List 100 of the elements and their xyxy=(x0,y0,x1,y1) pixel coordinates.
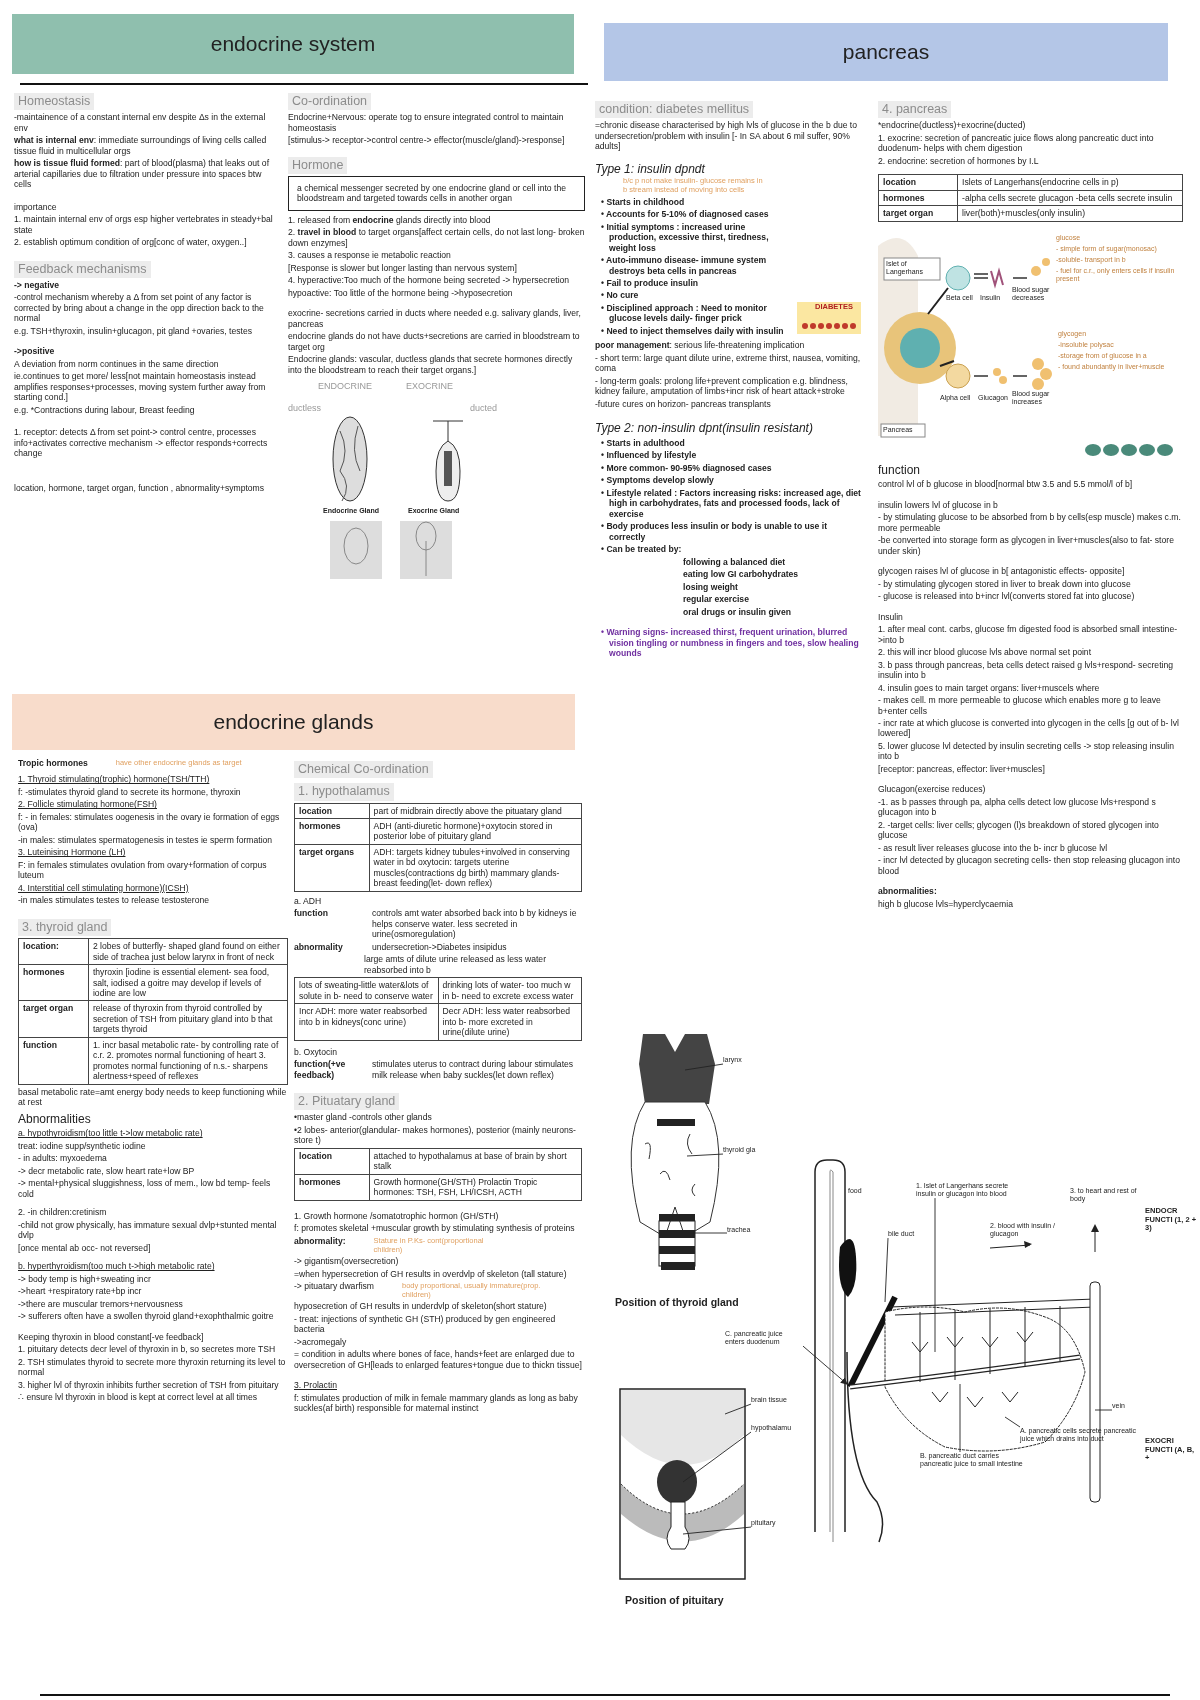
note-text: e.g. *Contractions during labour, Breast feeding xyxy=(14,404,196,416)
section-heading: function xyxy=(878,462,922,478)
leader-line xyxy=(1004,1416,1021,1428)
table-cell: hormones xyxy=(294,818,370,845)
note-text: •2 lobes- anterior(glandular- makes hormones), posterior (mainly neurons- store t) xyxy=(294,1124,577,1146)
figure-label: Position of pituitary xyxy=(625,1594,725,1607)
table-cell: drinking lots of water- too much w in b- need to excrete excess water xyxy=(438,977,582,1004)
header-band xyxy=(604,23,1168,81)
note-heading: Tropic hormones xyxy=(18,758,88,768)
table-cell: location: xyxy=(18,938,89,965)
note-text: f: stimulates production of milk in female mammary glands as long as baby suckles(af birth) responsible for maternal instinct xyxy=(294,1392,579,1414)
note-text: 2. TSH stimulates thyroid to secrete more thyroxin returning its level to normal xyxy=(18,1356,287,1378)
note-text: 1. Growth hormone /somatotrophic hormon (GH/STH) xyxy=(294,1210,500,1222)
note-text: [stimulus-> receptor->control centre-> effector(muscle/gland)->response] xyxy=(288,135,566,146)
note-text: -> decr metabolic rate, slow heart rate+low BP xyxy=(18,1165,196,1177)
note-text: Glucagon(exercise reduces) xyxy=(878,784,987,795)
bullet-item: • Starts in adulthood xyxy=(601,437,686,449)
note-text: importance xyxy=(14,201,58,213)
section-title: pancreas xyxy=(842,39,930,65)
note-text: large amts of dilute urine released as less water reabsorbed into b xyxy=(364,954,547,976)
section-heading: 2. Pituatary gland xyxy=(294,1093,400,1111)
subheading: Type 1: insulin dpndt xyxy=(595,161,705,176)
leader-line xyxy=(724,1403,752,1415)
section-heading: 3. thyroid gland xyxy=(18,918,112,937)
section-title: endocrine glands xyxy=(213,709,374,735)
note-text: -> gigantism(oversecretion) xyxy=(294,1256,400,1267)
section-heading: 4. pancreas xyxy=(878,101,952,119)
note-text: 1. released from endocrine glands directly into blood xyxy=(288,214,492,226)
definition-box xyxy=(288,175,585,211)
note-text: - in adults: myxoedema xyxy=(18,1153,108,1164)
note-text: - treat: injections of synthetic GH (STH) produced by gen engineered bacteria xyxy=(294,1313,557,1335)
table-cell: lots of sweating-little water&lots of solute in b- need to conserve water xyxy=(294,977,438,1004)
note-text: 1. exocrine: secretion of pancreatic juice flows along pancreatic duct into duodenum- helps with chem digestion xyxy=(878,132,1155,154)
note-text: 3. higher lvl of thyroxin inhibits further secretion of TSH from pituitary xyxy=(18,1379,280,1391)
subheading: Type 2: non-insulin dpnt(insulin resistant) xyxy=(595,421,814,436)
note-text: basal metabolic rate=amt energy body needs to keep functioning while at rest xyxy=(18,1086,288,1108)
note-text: ->there are muscular tremors+nervousness xyxy=(18,1298,184,1310)
note-heading: 1. Thyroid stimulating(trophic) hormone(TSH/TTH) xyxy=(18,774,211,785)
figure-label: ductless xyxy=(288,403,323,414)
leader-line xyxy=(682,1526,752,1535)
note-text: -in males: stimulates spermatogenesis in testes ie sperm formation xyxy=(18,834,274,846)
note-text: =chronic disease characterised by high lvls of glucose in the b due to undersecretion/problem with insulin [- In SA about 6 mil suffer, 90% adults] xyxy=(595,120,859,152)
note-text: - as result liver releases glucose into the b- incr b glucose lvl xyxy=(878,842,1109,854)
bullet-item: • Accounts for 5-10% of diagnosed cases xyxy=(601,209,770,220)
term-label: function(+ve feedback) xyxy=(294,1059,347,1081)
note-text: -> mental+physical sluggishness, loss of mem., low bd temp- feels cold xyxy=(18,1178,272,1200)
list-item: regular exercise xyxy=(683,594,750,605)
note-text: •master gland -controls other glands xyxy=(294,1112,433,1123)
note-text: controls amt water absorbed back into b by kidneys ie helps conserve water. less secreted in urine(osmoregulation) xyxy=(372,908,578,940)
bullet-item: • Initial symptoms : increased urine production, excessive thirst, tiredness, weight loss xyxy=(601,221,770,254)
note-text: endocrine glands do not have ducts+secretions are carried in bloodstream to target org xyxy=(288,331,581,353)
note-text: 4. insulin goes to main target organs: liver+muscels where xyxy=(878,682,1101,693)
bullet-item: • More common- 90-95% diagnosed cases xyxy=(601,462,773,474)
note-text: - by stimulating glucose to be absorbed from b by cells(esp muscle) makes c.m. more permeable xyxy=(878,512,1182,534)
bullet-item: • Influenced by lifestyle xyxy=(601,450,698,461)
note-text: glycogen raises lvl of glucose in b[ antagonistic effects- opposite] xyxy=(878,566,1126,577)
note-text: =when hypersecretion of GH results in overdvlp of skeleton (tall stature) xyxy=(294,1268,568,1279)
list-item: following a balanced diet xyxy=(683,556,787,568)
note-text: 4. hyperactive:Too much of the hormone being secreted -> hypersecretion xyxy=(288,275,571,286)
bullet-item: • Auto-immuno disease- immune system destroys beta cells in pancreas xyxy=(601,255,768,276)
note-text: hyposecretion of GH results in underdvlp of skeleton(short stature) xyxy=(294,1301,548,1312)
note-text: b. Oxytocin xyxy=(294,1046,338,1058)
note-text: - short term: large quant dilute urine, extreme thirst, nausea, vomiting, coma xyxy=(595,352,862,374)
table-cell: ADH: targets kidney tubules+involved in conserving water in bd oxytocin: targets uterine muscles(contractions dg birth) mammary glands- breast feeding(let- down reflex) xyxy=(369,844,582,892)
table-cell: location xyxy=(294,803,370,819)
table-cell: target organ xyxy=(878,205,958,222)
note-text: - makes cell. m more permeable to glucose which enables more g to leave b+enter cells xyxy=(878,695,1162,716)
leader-line xyxy=(959,1383,961,1453)
note-text: 2. -in children:cretinism xyxy=(18,1207,108,1218)
note-text: 2. this will incr blood glucose lvls above normal set point xyxy=(878,647,1093,658)
note-text: e.g. TSH+thyroxin, insulin+glucagon, pit gland +ovaries, testes xyxy=(14,325,253,337)
note-text: -1. as b passes through pa, alpha cells detect low glucose lvls+respond s glucagon into b xyxy=(878,796,1157,818)
note-text: 1. maintain internal env of orgs esp higher vertebrates in steady+bal state xyxy=(14,214,274,236)
note-text: 2. travel in blood to target organs[affect certain cells, do not last long- broken down enzymes] xyxy=(288,227,585,249)
note-text: Keeping thyroxin in blood constant[-ve feedback] xyxy=(18,1331,205,1343)
bullet-item: • Lifestyle related : Factors increasing risks: increased age, diet high in carbohydrates, fats and processed foods, lack of exercise xyxy=(601,487,862,520)
note-text: - glucose is released into b+incr lvl(converts stored fat into glucose) xyxy=(878,591,1136,602)
table-cell: release of thyroxin from thyroid controlled by secretion of TSH from pituitary gland into b that targets thyroid xyxy=(88,1001,288,1038)
note-text: f: promotes skeletal +muscular growth by stimulating synthesis of proteins xyxy=(294,1223,576,1234)
note-text: 2. endocrine: secretion of hormones by I.L xyxy=(878,155,1040,167)
note-text: how is tissue fluid formed: part of blood(plasma) that leaks out of arterial capillaries due to filtration under pressure into spaces btw cells xyxy=(14,158,271,190)
note-text: = condition in adults where bones of face, hands+feet are enlarged due to oversecretion of GH[leads to enlarged features+tongue due to thickn tissue] xyxy=(294,1349,582,1371)
table-cell: part of midbrain directly above the pituatary gland xyxy=(369,803,582,819)
note-text: Insulin xyxy=(878,611,904,623)
bullet-item: • No cure xyxy=(601,290,640,301)
section-heading: Hormone xyxy=(288,156,348,174)
list-item: eating low GI carbohydrates xyxy=(683,569,800,580)
note-text: - long-term goals: prolong life+prevent complication e.g. blindness, kidney failure, amputation of limbs+incr risk of heart attack+stroke xyxy=(595,375,849,397)
table-cell: 1. incr basal metabolic rate- by controlling rate of c.r. 2. promotes normal functioning of heart 3. promotes normal functioning of n.s.- sharpens alertness+speed of reflexes xyxy=(88,1037,288,1085)
note-text: 3. b pass through pancreas, beta cells detect raised g lvls+respond- secreting insulin into b xyxy=(878,659,1174,681)
note-heading: abnormality: xyxy=(294,1235,346,1246)
figure-label: ducted xyxy=(470,403,499,414)
table-cell: Growth hormone(GH/STH) Prolactin Tropic hormones: TSH, FSH, LH/ICSH, ACTH xyxy=(369,1174,582,1201)
note-text: *endocrine(ductless)+exocrine(ducted) xyxy=(878,120,1027,131)
note-text: control lvl of b glucose in blood[normal btw 3.5 and 5.5 mmol/l of b] xyxy=(878,479,1134,490)
header-band xyxy=(12,694,575,750)
note-heading: ->positive xyxy=(14,346,56,357)
note-text: a. ADH xyxy=(294,895,323,907)
note-heading: 2. Follicle stimulating hormone(FSH) xyxy=(18,799,158,810)
leader-line xyxy=(692,1232,728,1234)
